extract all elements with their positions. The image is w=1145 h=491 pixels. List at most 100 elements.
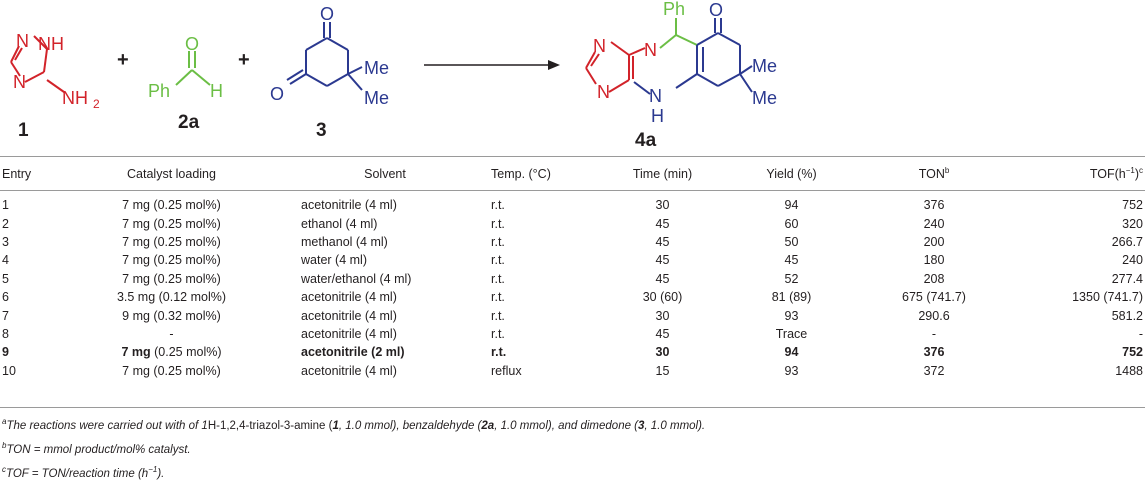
cell-entry: 5 <box>2 271 9 286</box>
product-4a-number: 4a <box>635 130 657 151</box>
reaction-scheme: N NH N NH 2 1 + Ph O H 2a + O O Me <box>10 0 777 151</box>
table-row-optimal: 9 7 mg (0.25 mol%) acetonitrile (2 ml) r… <box>0 343 1145 361</box>
cell-catalyst: 7 mg (0.25 mol%) <box>122 253 221 268</box>
reactant-3-me-label-2: Me <box>364 88 389 108</box>
cell-time: 45 <box>655 271 670 286</box>
reactant-1-n-label: N <box>16 31 29 51</box>
product-h-label: H <box>651 106 664 126</box>
footnote-c-text-1: TOF = TON/reaction time (h <box>6 467 149 480</box>
cell-temp: r.t. <box>491 290 505 305</box>
cell-solvent: ethanol (4 ml) <box>301 216 378 231</box>
cell-catalyst: 7 mg (0.25 mol%) <box>122 271 221 286</box>
footnote-c: cTOF = TON/reaction time (h−1). <box>2 465 164 480</box>
cell-entry: 10 <box>2 363 16 378</box>
cell-solvent: water (4 ml) <box>301 253 367 268</box>
cell-solvent: acetonitrile (4 ml) <box>301 363 397 378</box>
footnote-a-compound-2a: 2a <box>481 419 495 432</box>
cell-entry: 6 <box>2 290 9 305</box>
cell-yield: 52 <box>784 271 799 286</box>
reactant-3-o-left-label: O <box>270 84 284 104</box>
cell-solvent: acetonitrile (4 ml) <box>301 198 397 213</box>
header-ton-sup: b <box>944 166 950 176</box>
header-tof-unit-sup: −1 <box>1125 166 1135 176</box>
plus-sign-2: + <box>238 49 250 71</box>
footnote-c-mark: c <box>2 465 6 474</box>
cell-tof: 581.2 <box>1111 308 1143 323</box>
cell-yield: 60 <box>784 216 799 231</box>
footnote-c-sup: −1 <box>148 465 158 474</box>
cell-temp: r.t. <box>491 345 507 360</box>
cell-time: 15 <box>655 363 670 378</box>
cell-entry: 4 <box>2 253 9 268</box>
footnote-a-mark: a <box>2 417 7 426</box>
cell-yield: Trace <box>775 326 808 341</box>
cell-temp: r.t. <box>491 253 505 268</box>
cell-tof: 752 <box>1122 345 1143 360</box>
cell-ton: 240 <box>923 216 945 231</box>
cell-ton: - <box>931 326 937 341</box>
table-row: 3 7 mg (0.25 mol%) methanol (4 ml) r.t. … <box>0 233 1145 251</box>
cell-time: 30 <box>655 308 670 323</box>
header-tof-sup: c <box>1139 166 1143 176</box>
cell-solvent: acetonitrile (2 ml) <box>301 345 405 360</box>
cell-time: 45 <box>655 326 670 341</box>
cell-tof: 1350 (741.7) <box>1072 290 1143 305</box>
cell-entry: 1 <box>2 198 9 213</box>
reactant-3-number: 3 <box>316 120 327 141</box>
header-ton: TONb <box>859 160 1009 188</box>
cell-ton: 376 <box>923 198 945 213</box>
reactant-2a-o-label: O <box>185 34 199 54</box>
footnote-a-text-1: The reactions were carried out with of 1 <box>6 419 208 432</box>
plus-sign-1: + <box>117 49 129 71</box>
cell-entry: 8 <box>2 326 9 341</box>
reactant-1-number: 1 <box>18 120 29 141</box>
table-row: 6 3.5 mg (0.12 mol%) acetonitrile (4 ml)… <box>0 288 1145 306</box>
table-row: 4 7 mg (0.25 mol%) water (4 ml) r.t. 45 … <box>0 251 1145 269</box>
cell-ton: 675 (741.7) <box>902 290 966 305</box>
optimization-table: Entry Catalyst loading Solvent Temp. (°C… <box>0 160 1145 380</box>
cell-ton: 208 <box>923 271 945 286</box>
reactant-2a-ph-label: Ph <box>148 81 170 101</box>
cell-temp: r.t. <box>491 308 505 323</box>
reactant-2a-h-label: H <box>210 81 223 101</box>
footnote-b-mark: b <box>2 441 7 450</box>
product-n-label-4: N <box>649 86 662 106</box>
cell-temp: r.t. <box>491 326 505 341</box>
cell-catalyst-bold: 7 mg <box>121 345 151 360</box>
reactant-2a-structure <box>175 51 211 86</box>
cell-tof: - <box>1138 326 1143 341</box>
cell-solvent: acetonitrile (4 ml) <box>301 326 397 341</box>
footnote-a-text-2: H-1,2,4-triazol-3-amine ( <box>207 419 333 432</box>
cell-entry: 2 <box>2 216 9 231</box>
product-ph-label: Ph <box>663 0 685 19</box>
reactant-1-n-label-2: N <box>13 72 26 92</box>
footnote-b-text: TON = mmol product/mol% catalyst. <box>6 443 191 456</box>
cell-entry: 3 <box>2 234 9 249</box>
cell-yield: 81 (89) <box>771 290 812 305</box>
cell-entry: 9 <box>2 345 9 360</box>
product-me-label-2: Me <box>752 88 777 108</box>
cell-tof: 240 <box>1122 253 1143 268</box>
cell-time: 45 <box>655 253 670 268</box>
reactant-1-nh2-label: NH <box>62 88 88 108</box>
cell-time: 45 <box>655 216 670 231</box>
cell-entry: 7 <box>2 308 9 323</box>
cell-solvent: water/ethanol (4 ml) <box>301 271 412 286</box>
cell-catalyst: 7 mg (0.25 mol%) <box>122 363 221 378</box>
product-n-label-1: N <box>593 36 606 56</box>
reactant-3-me-label-1: Me <box>364 58 389 78</box>
cell-time: 30 (60) <box>642 290 683 305</box>
header-tof: TOF(h−1)c <box>1089 166 1143 182</box>
header-solvent: Solvent <box>364 167 406 181</box>
footnote-a-compound-3: 3 <box>638 419 645 432</box>
cell-solvent: acetonitrile (4 ml) <box>301 308 397 323</box>
cell-ton: 372 <box>923 363 945 378</box>
header-yield: Yield (%) <box>766 167 817 181</box>
cell-tof: 320 <box>1122 216 1143 231</box>
cell-yield: 93 <box>784 308 799 323</box>
reactant-3-o-top-label: O <box>320 4 334 24</box>
cell-yield: 45 <box>784 253 799 268</box>
reactant-1-nh2-subscript: 2 <box>93 97 100 111</box>
reactant-2a-number: 2a <box>178 112 200 133</box>
product-o-label: O <box>709 0 723 20</box>
